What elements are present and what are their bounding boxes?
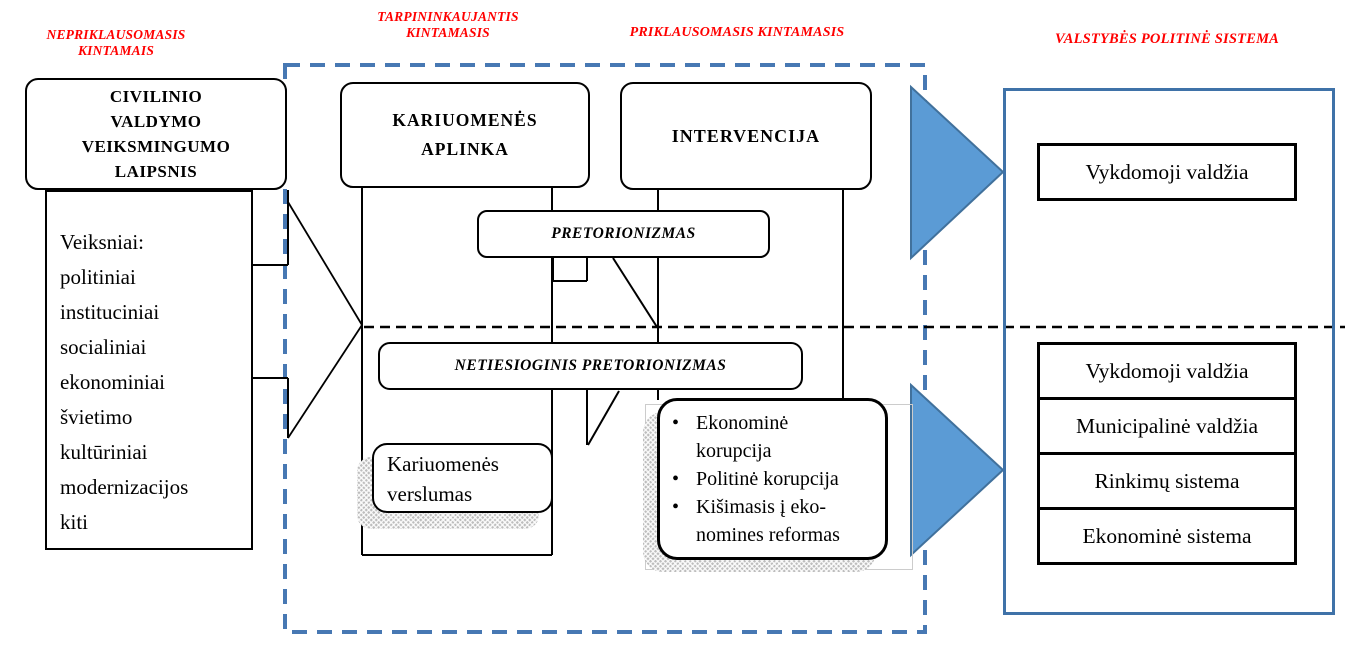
pretorianism-diagonal-link	[612, 257, 658, 328]
army-environment-box: KARIUOMENĖS APLINKA	[340, 82, 590, 188]
bullet-icon: •	[672, 468, 680, 490]
civil-governance-effectiveness-box: CIVILINIO VALDYMO VEIKSMINGUMO LAIPSNIS	[25, 78, 287, 190]
indirect-pretorianism-box: NETIESIOGINIS PRETORIONIZMAS	[378, 342, 803, 390]
system-cell-municipal: Municipalinė valdžia	[1037, 397, 1297, 455]
executive-power-top-cell: Vykdomoji valdžia	[1037, 143, 1297, 201]
header-state-political-system: VALSTYBĖS POLITINĖ SISTEMA	[1054, 31, 1280, 47]
list-item: • Kišimasis į eko- nomines reformas	[670, 493, 880, 549]
list-item: • Ekonominė korupcija	[670, 409, 880, 465]
bullet-icon: •	[672, 496, 680, 518]
chevron-lower-leg	[287, 324, 363, 439]
system-cell-executive: Vykdomoji valdžia	[1037, 342, 1297, 400]
header-independent-variable: NEPRIKLAUSOMASIS KINTAMAIS	[46, 27, 186, 58]
list-item-text: Politinė korupcija	[696, 468, 839, 490]
corruption-list-box: • Ekonominė korupcija • Politinė korupci…	[657, 398, 888, 560]
mediating-variable-dashed-frame	[283, 63, 927, 634]
lower-arrow-icon	[910, 382, 1005, 558]
corruption-list: • Ekonominė korupcija • Politinė korupci…	[670, 409, 880, 549]
upper-arrow-icon	[910, 84, 1005, 261]
header-mediating-variable: TARPININKAUJANTIS KINTAMASIS	[377, 9, 519, 40]
header-dependent-variable: PRIKLAUSOMASIS KINTAMASIS	[629, 25, 845, 40]
factors-list-box: Veiksniai: politiniai instituciniai soci…	[45, 190, 253, 550]
indirect-diagonal-link	[587, 390, 620, 446]
bullet-icon: •	[672, 412, 680, 434]
list-item-text: Ekonominė korupcija	[696, 412, 789, 462]
list-item: • Politinė korupcija	[670, 465, 880, 493]
intervention-box: INTERVENCIJA	[620, 82, 872, 190]
list-item-text: Kišimasis į eko- nomines reformas	[696, 496, 840, 546]
system-cell-economic: Ekonominė sistema	[1037, 507, 1297, 565]
army-entrepreneurship-box: Kariuomenės verslumas	[372, 443, 553, 513]
pretorianism-box: PRETORIONIZMAS	[477, 210, 770, 258]
state-political-system-panel	[1003, 88, 1335, 615]
system-cell-elections: Rinkimų sistema	[1037, 452, 1297, 510]
chevron-upper-leg	[287, 201, 363, 326]
